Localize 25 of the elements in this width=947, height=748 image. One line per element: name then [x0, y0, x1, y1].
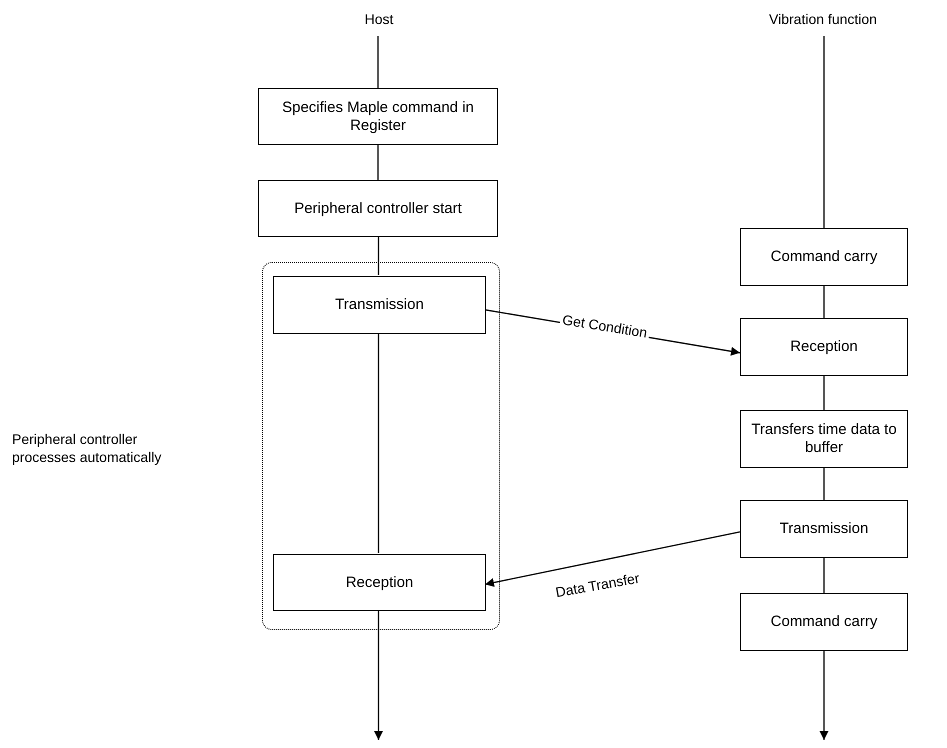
lane-title: Vibration function	[758, 8, 888, 30]
arrow	[374, 610, 383, 740]
lifeline-segment	[823, 468, 825, 500]
lifeline-segment	[823, 558, 825, 593]
process-box: Command carry	[740, 593, 908, 651]
lifeline-segment	[823, 286, 825, 318]
lane-title: Host	[349, 8, 409, 30]
process-box: Peripheral controller start	[258, 180, 498, 237]
process-box: Reception	[273, 554, 486, 611]
process-box: Transmission	[740, 500, 908, 558]
lifeline-segment	[378, 237, 380, 275]
process-box: Command carry	[740, 228, 908, 286]
lifeline-segment	[378, 333, 380, 553]
arrow	[484, 531, 740, 587]
process-box: Transmission	[273, 276, 486, 334]
lifeline-segment	[377, 36, 379, 88]
lifeline-segment	[823, 376, 825, 410]
lifeline-segment	[823, 36, 825, 228]
lifeline-segment	[377, 145, 379, 180]
process-box: Transfers time data to buffer	[740, 410, 908, 468]
arrow	[820, 651, 828, 740]
process-box: Reception	[740, 318, 908, 376]
dotted-group-box	[262, 262, 500, 630]
process-box: Specifies Maple command in Register	[258, 88, 498, 145]
note-text: Peripheral controller processes automatically	[12, 430, 162, 466]
